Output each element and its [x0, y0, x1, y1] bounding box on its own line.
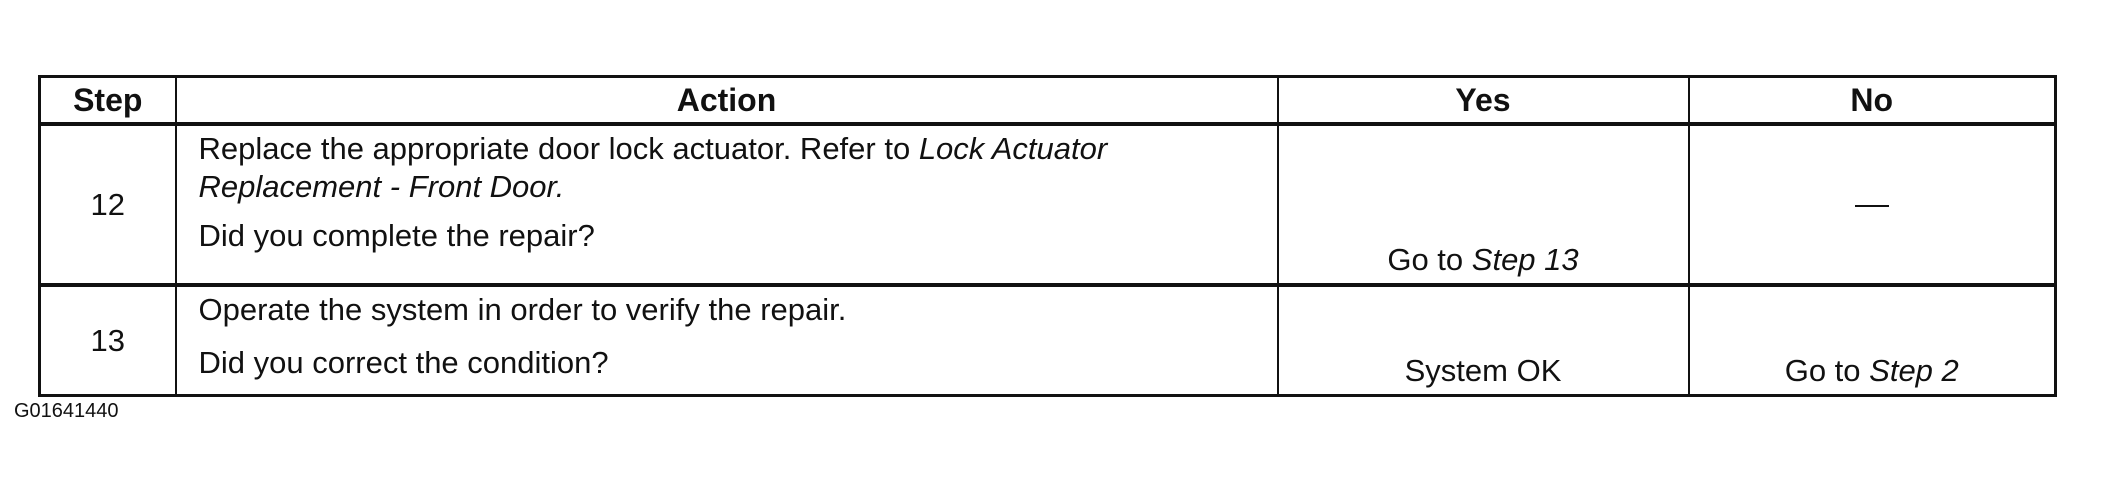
procedure-reference: Lock Actuator Replacement - Front Door — [198, 131, 1108, 204]
step-number: 13 — [38, 283, 177, 397]
step-number: 12 — [38, 123, 177, 286]
no-step-reference: Step 2 — [1869, 353, 1959, 388]
action-instruction: Operate the system in order to verify th… — [198, 292, 847, 327]
yes-cell: Go to Step 13 — [1276, 123, 1690, 286]
no-cell: Go to Step 2 — [1687, 283, 2057, 397]
header-step: Step — [38, 75, 177, 126]
header-action: Action — [174, 75, 1279, 126]
action-end: . — [555, 169, 565, 204]
action-text: Replace the appropriate door lock actuat… — [198, 131, 919, 166]
figure-id: G01641440 — [14, 400, 119, 422]
yes-step-reference: Step 13 — [1471, 242, 1579, 277]
no-cell — [1687, 123, 2057, 286]
header-row: Step Action Yes No — [38, 75, 2057, 126]
action-cell: Operate the system in order to verify th… — [174, 283, 1279, 397]
diagnostic-table: Step Action Yes No 12 Replace the approp… — [38, 75, 2057, 397]
header-yes: Yes — [1276, 75, 1690, 126]
action-cell: Replace the appropriate door lock actuat… — [174, 123, 1279, 286]
yes-cell: System OK — [1276, 283, 1690, 397]
action-question: Did you complete the repair? — [198, 218, 595, 253]
table-row: 13 Operate the system in order to verify… — [38, 283, 2057, 397]
action-question: Did you correct the condition? — [198, 345, 609, 380]
no-prefix: Go to — [1784, 353, 1870, 388]
action-instruction: Replace the appropriate door lock actuat… — [199, 126, 1277, 206]
no-dash — [1854, 205, 1889, 208]
yes-prefix: Go to — [1387, 242, 1472, 277]
table-row: 12 Replace the appropriate door lock act… — [38, 123, 2057, 286]
header-no: No — [1687, 75, 2057, 126]
